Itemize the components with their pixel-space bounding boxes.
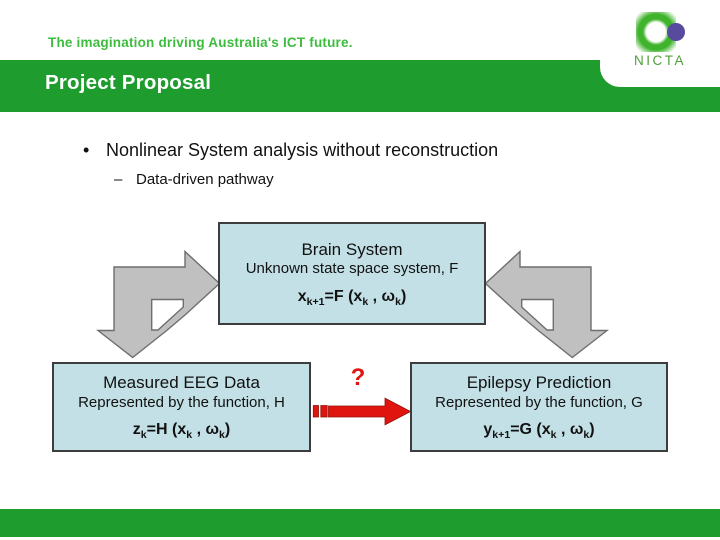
brand-tagline: The imagination driving Australia's ICT … bbox=[48, 35, 353, 50]
box-formula: xk+1=F (xk , ωk) bbox=[297, 287, 407, 309]
sub-bullet-marker: – bbox=[114, 171, 123, 188]
nicta-logo: NICTA bbox=[600, 0, 720, 87]
brain-system-box: Brain System Unknown state space system,… bbox=[218, 222, 486, 325]
right-bent-double-arrow bbox=[484, 249, 610, 359]
box-formula: yk+1=G (xk , ωk) bbox=[483, 421, 595, 442]
question-mark-label: ? bbox=[350, 364, 366, 391]
box-title: Epilepsy Prediction bbox=[466, 373, 612, 393]
box-title: Brain System bbox=[301, 239, 403, 259]
measured-eeg-box: Measured EEG Data Represented by the fun… bbox=[52, 362, 311, 452]
slide-title: Project Proposal bbox=[45, 71, 212, 94]
box-subtitle: Unknown state space system, F bbox=[245, 260, 459, 278]
box-subtitle: Represented by the function, H bbox=[78, 393, 285, 411]
nicta-dot-icon bbox=[667, 23, 685, 41]
box-subtitle: Represented by the function, G bbox=[435, 393, 643, 411]
box-formula: zk=H (xk , ωk) bbox=[132, 421, 231, 442]
box-title: Measured EEG Data bbox=[103, 373, 260, 393]
sub-bullet-text: Data-driven pathway bbox=[136, 171, 274, 188]
bullet-text: Nonlinear System analysis without recons… bbox=[106, 140, 499, 160]
epilepsy-prediction-box: Epilepsy Prediction Represented by the f… bbox=[410, 362, 668, 452]
nicta-logo-text: NICTA bbox=[634, 53, 686, 68]
red-question-arrow bbox=[312, 397, 412, 426]
footer-bar bbox=[0, 509, 720, 537]
left-bent-double-arrow bbox=[95, 249, 221, 359]
bullet-marker: • bbox=[83, 140, 90, 160]
